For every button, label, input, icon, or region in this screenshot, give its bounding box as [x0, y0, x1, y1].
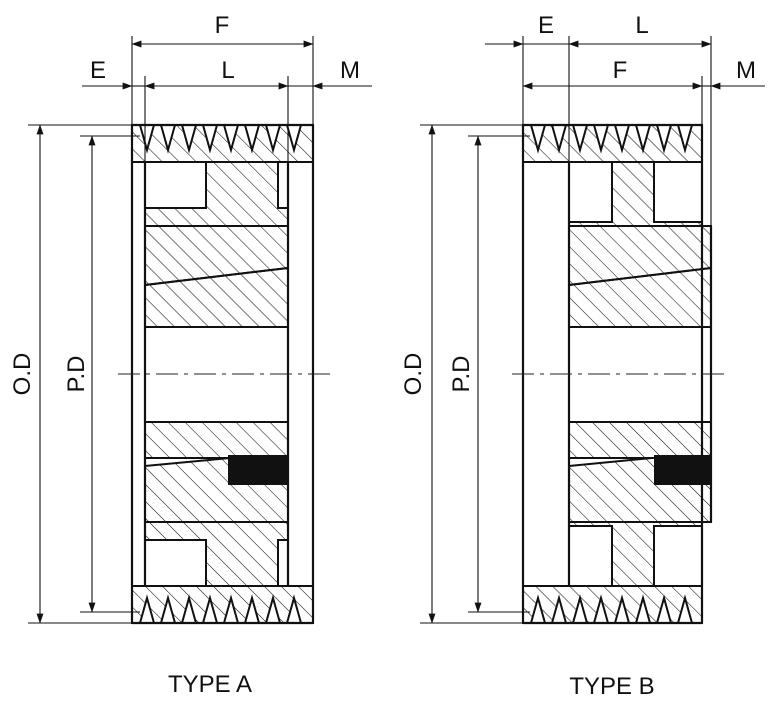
dim-label-e: E [538, 12, 554, 39]
type-a-dimension-lines [36, 40, 372, 624]
type-a-set-screw [228, 455, 288, 485]
caption-type-b: TYPE B [569, 673, 654, 700]
type-b-pulley-section [512, 123, 726, 625]
dim-label-pd: P.D [63, 356, 90, 393]
type-a-pulley-section [118, 123, 330, 625]
dim-label-pd: P.D [448, 356, 475, 393]
type-a-drawing: F E L M O.D P.D [9, 12, 372, 698]
dim-label-m: M [340, 57, 360, 84]
dim-label-f: F [215, 12, 230, 39]
type-b-dimension-lines [428, 40, 765, 624]
dim-label-l: L [635, 12, 648, 39]
dim-label-od: O.D [9, 353, 36, 396]
caption-type-a: TYPE A [168, 671, 252, 698]
dim-label-l: L [221, 57, 234, 84]
type-b-drawing: E L F M O.D P.D [400, 12, 765, 700]
dim-label-m: M [736, 57, 756, 84]
dim-label-od: O.D [400, 353, 427, 396]
dim-label-f: F [613, 57, 628, 84]
dim-label-e: E [90, 57, 106, 84]
